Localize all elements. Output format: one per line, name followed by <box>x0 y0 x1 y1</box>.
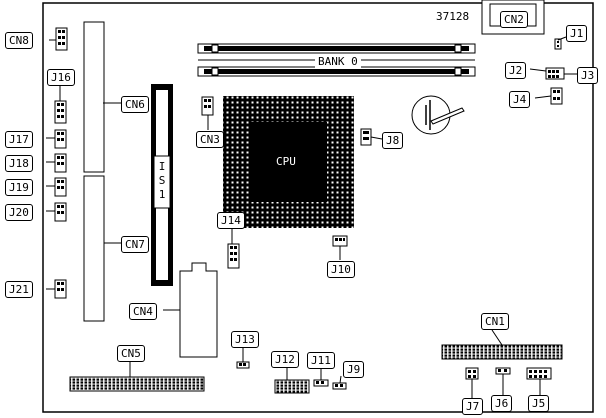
j7-label: J7 <box>462 398 484 415</box>
j1-label: J1 <box>566 25 588 42</box>
cn5-header <box>69 376 205 392</box>
cn6-slot <box>83 21 105 173</box>
j13-label: J13 <box>231 331 259 348</box>
board-part-number: 37128 <box>436 10 470 23</box>
cn1-label: CN1 <box>481 313 509 330</box>
j16-label: J16 <box>47 69 75 86</box>
j12-header <box>274 379 310 394</box>
j21-label: J21 <box>5 281 33 298</box>
j5-label: J5 <box>528 395 550 412</box>
cn7-slot <box>83 175 105 322</box>
cn5-label: CN5 <box>117 345 145 362</box>
j8-label: J8 <box>382 132 404 149</box>
j6-label: J6 <box>491 395 513 412</box>
j2-label: J2 <box>505 62 527 79</box>
j9-label: J9 <box>343 361 365 378</box>
j20-label: J20 <box>5 204 33 221</box>
cn2-label: CN2 <box>500 11 528 28</box>
isa-slot-label: I S 1 <box>158 160 166 201</box>
j12-label: J12 <box>271 351 299 368</box>
cpu-label: CPU <box>276 155 296 168</box>
j11-label: J11 <box>307 352 335 369</box>
j4-label: J4 <box>509 91 531 108</box>
cn3-label: CN3 <box>196 131 224 148</box>
cn7-label: CN7 <box>121 236 149 253</box>
j10-label: J10 <box>327 261 355 278</box>
cn4-label: CN4 <box>129 303 157 320</box>
j17-label: J17 <box>5 131 33 148</box>
cn1-header <box>441 344 563 360</box>
bank0-label: BANK 0 <box>315 55 361 68</box>
j18-label: J18 <box>5 155 33 172</box>
j19-label: J19 <box>5 179 33 196</box>
j3-label: J3 <box>577 67 599 84</box>
cn4-connector <box>179 262 218 358</box>
cn8-label: CN8 <box>5 32 33 49</box>
cn6-label: CN6 <box>121 96 149 113</box>
j14-label: J14 <box>217 212 245 229</box>
